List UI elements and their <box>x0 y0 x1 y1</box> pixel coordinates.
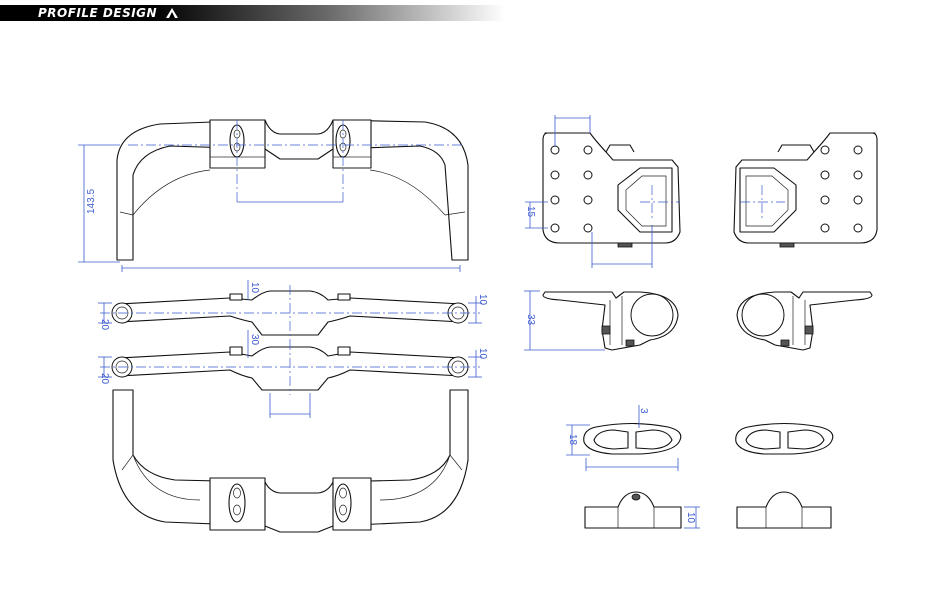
handlebar-top-view: 143.5 <box>78 120 468 272</box>
spacer-top-view-right <box>736 424 833 455</box>
handlebar-front-view-lower: 20 10 30 <box>98 330 488 418</box>
bracket-side-view-left: 33 <box>524 291 678 350</box>
dim-tube-top-left: 20 <box>99 319 110 331</box>
dim-spacer-thickness: 3 <box>638 408 649 414</box>
bracket-front-view-left: 15 <box>525 115 680 268</box>
handlebar-bottom-view <box>113 390 468 532</box>
dim-tube-mid-right: 10 <box>477 348 488 360</box>
dim-center-mid: 30 <box>249 334 260 346</box>
dim-center-top: 10 <box>249 282 260 294</box>
spacer-side-view-right <box>737 492 831 528</box>
dim-bracket-height: 33 <box>525 314 536 326</box>
spacer-side-view-left: 10 <box>585 492 700 528</box>
bracket-front-view-right <box>734 133 877 247</box>
dim-tube-top-right: 10 <box>477 294 488 306</box>
dim-tube-mid-left: 20 <box>99 373 110 385</box>
bracket-side-view-right <box>737 292 872 350</box>
spacer-top-view-left: 3 18 <box>566 405 681 471</box>
dim-spacer-base-height: 10 <box>685 512 696 524</box>
dim-bar-drop: 143.5 <box>86 189 97 214</box>
handlebar-front-view-upper: 20 10 10 <box>98 280 488 340</box>
dim-bracket-offset: 15 <box>525 206 536 218</box>
dim-spacer-height: 18 <box>567 434 578 446</box>
